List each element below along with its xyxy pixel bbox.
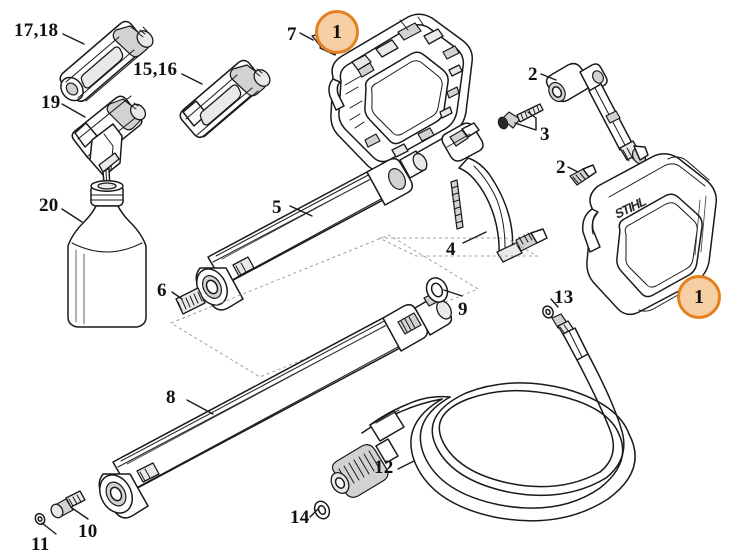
part-o-ring-lance: [425, 277, 449, 303]
label-2-lower: 2: [556, 157, 566, 178]
part-detergent-spray-head: [71, 95, 147, 195]
label-13: 13: [554, 287, 574, 308]
label-2-upper: 2: [528, 64, 538, 85]
part-high-pressure-hose: [330, 313, 636, 522]
construction-guide: [169, 234, 480, 378]
part-handle-shell-right: [581, 153, 718, 316]
label-10: 10: [78, 521, 98, 542]
part-detergent-bottle: [67, 180, 147, 328]
leader-2b: [567, 166, 579, 173]
label-3: 3: [540, 124, 550, 145]
label-20: 20: [39, 195, 59, 216]
callout-badge-bottom[interactable]: 1: [677, 275, 721, 319]
callout-top-label: 1: [332, 20, 342, 43]
callout-badge-top[interactable]: 1: [315, 10, 359, 54]
part-o-ring-hose-end: [542, 305, 554, 319]
leader-19: [61, 103, 86, 118]
leader-7: [299, 32, 314, 41]
leader-12: [397, 460, 415, 470]
label-4: 4: [446, 239, 456, 260]
leader-9: [443, 289, 463, 297]
label-7: 7: [287, 24, 297, 45]
leader-4: [378, 231, 539, 257]
leader-11: [41, 522, 57, 535]
part-handle-shell-left: [328, 13, 474, 172]
part-o-ring-nipple: [34, 512, 46, 526]
leader-14: [309, 508, 319, 518]
leader-6: [171, 291, 183, 300]
label-15-16: 15,16: [133, 59, 178, 80]
part-lever-rod-assembly: [545, 62, 649, 165]
leader-8: [186, 399, 214, 415]
leader-20: [61, 208, 83, 223]
part-rotary-jet-nozzle: [59, 20, 154, 102]
part-o-ring-hose-nut: [313, 500, 331, 520]
leader-13: [550, 298, 559, 308]
label-14: 14: [290, 507, 310, 528]
part-threaded-nipple: [50, 490, 86, 519]
label-11: 11: [31, 534, 50, 555]
callout-bottom-label: 1: [694, 285, 704, 308]
label-6: 6: [157, 280, 167, 301]
part-trigger-lever-assembly: [441, 122, 548, 263]
part-lever-clip: [569, 164, 597, 186]
leader-5: [289, 205, 313, 217]
leader-2a: [540, 73, 557, 81]
label-5: 5: [272, 197, 282, 218]
label-19: 19: [41, 92, 61, 113]
leader-15-16: [181, 73, 203, 85]
label-12: 12: [374, 457, 394, 478]
label-17-18: 17,18: [14, 20, 59, 41]
leader-3: [514, 111, 537, 131]
part-spray-lance-lower: [98, 292, 453, 519]
part-fan-jet-nozzle: [179, 59, 271, 138]
leader-10: [71, 507, 89, 520]
part-spray-lance-upper: [195, 150, 428, 311]
label-9: 9: [458, 299, 468, 320]
part-compression-spring: [175, 287, 206, 315]
label-8: 8: [166, 387, 176, 408]
leader-17-18: [62, 33, 85, 45]
